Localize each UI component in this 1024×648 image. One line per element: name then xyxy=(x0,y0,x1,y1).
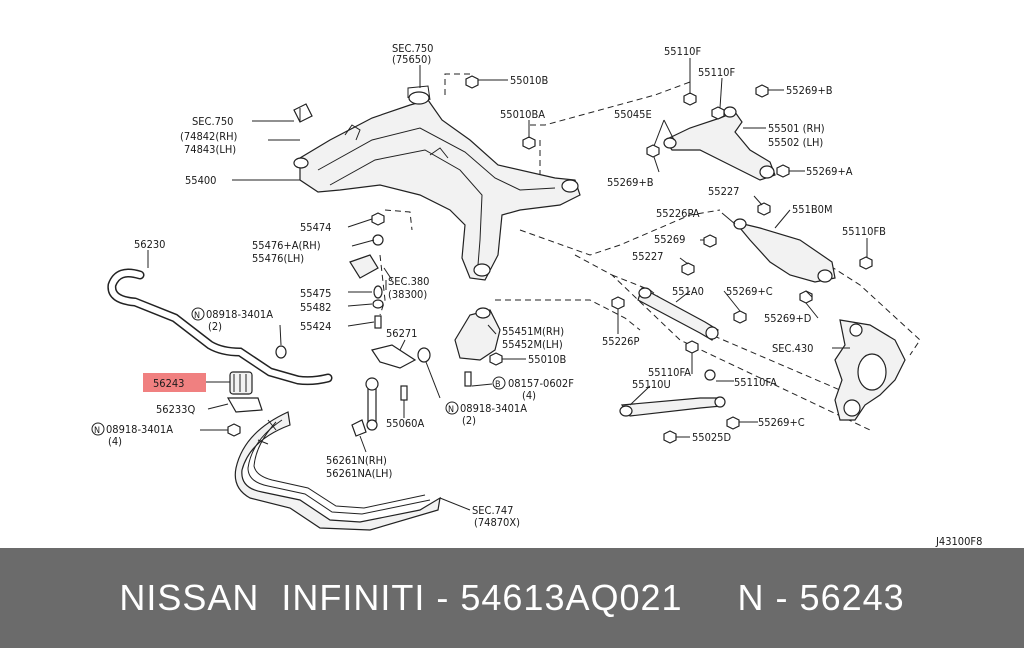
connecting-rod xyxy=(365,344,417,431)
suspension-member xyxy=(293,85,581,281)
lower-link xyxy=(733,218,836,283)
label-56230[interactable]: 56230 xyxy=(134,238,165,251)
bushing-clamp xyxy=(226,371,263,413)
label-55474[interactable]: 55474 xyxy=(300,221,331,234)
label-55269b-b[interactable]: 55269+B xyxy=(607,176,654,189)
label-08918-a-group[interactable]: N 08918-3401A (2) xyxy=(191,307,273,333)
label-55451m[interactable]: 55451M(RH) xyxy=(502,325,564,338)
label-55110fb[interactable]: 55110FB xyxy=(842,225,886,238)
n-symbol-icon: N xyxy=(94,426,100,436)
label-551a0[interactable]: 551A0 xyxy=(672,285,704,298)
label-08157[interactable]: 08157-0602F xyxy=(508,377,574,390)
label-55502[interactable]: 55502 (LH) xyxy=(768,136,823,149)
label-sec747-sub: (74870X) xyxy=(474,516,520,529)
label-55226p[interactable]: 55226P xyxy=(602,335,639,348)
label-56233q[interactable]: 56233Q xyxy=(156,403,195,416)
label-55010ba[interactable]: 55010BA xyxy=(500,108,545,121)
label-56271[interactable]: 56271 xyxy=(386,327,417,340)
label-sec430[interactable]: SEC.430 xyxy=(772,342,813,355)
label-sec747[interactable]: SEC.747 xyxy=(472,504,513,517)
lateral-link xyxy=(637,287,719,341)
highlighted-part-56243[interactable]: 56243 xyxy=(143,373,206,392)
label-08918-c[interactable]: 08918-3401A xyxy=(106,423,173,436)
label-55400[interactable]: 55400 xyxy=(185,174,216,187)
label-sec750-left[interactable]: SEC.750 xyxy=(192,115,233,128)
label-55269b-a[interactable]: 55269+B xyxy=(786,84,833,97)
label-08157-qty: (4) xyxy=(522,389,536,402)
label-55424[interactable]: 55424 xyxy=(300,320,331,333)
label-sec750-top-sub: (75650) xyxy=(392,53,431,66)
n-symbols: N N xyxy=(91,401,459,436)
label-08918-b[interactable]: 08918-3401A xyxy=(460,402,527,415)
hardware xyxy=(227,75,873,444)
label-55269c-a[interactable]: 55269+C xyxy=(726,285,773,298)
label-55025d[interactable]: 55025D xyxy=(692,431,731,444)
label-55110fa-a[interactable]: 55110FA xyxy=(648,366,691,379)
label-08918-a-qty: (2) xyxy=(208,320,222,333)
n-symbol-icon: N xyxy=(194,311,200,321)
label-55110fa-b[interactable]: 55110FA xyxy=(734,376,777,389)
label-sec380[interactable]: SEC.380 xyxy=(388,275,429,288)
parts-diagram: SEC.750 (75650) 55010B SEC.750 (74842(RH… xyxy=(91,42,982,548)
label-sec380-sub: (38300) xyxy=(388,288,427,301)
label-55476a[interactable]: 55476+A(RH) xyxy=(252,239,321,252)
stabilizer-bar xyxy=(107,268,333,386)
label-55110f-b[interactable]: 55110F xyxy=(698,66,735,79)
label-55476[interactable]: 55476(LH) xyxy=(252,252,304,265)
leader-lines xyxy=(147,58,868,511)
lower-rod xyxy=(619,396,726,417)
label-sec750-top[interactable]: SEC.750 xyxy=(392,42,433,55)
label-55045e[interactable]: 55045E xyxy=(614,108,652,121)
label-08918-b-qty: (2) xyxy=(462,414,476,427)
label-55110f-a[interactable]: 55110F xyxy=(664,45,701,58)
label-74843[interactable]: 74843(LH) xyxy=(184,143,236,156)
label-55226pa[interactable]: 55226PA xyxy=(656,207,700,220)
label-56261n[interactable]: 56261N(RH) xyxy=(326,454,387,467)
label-08918-a[interactable]: 08918-3401A xyxy=(206,308,273,321)
part-number-caption: NISSAN INFINITI - 54613AQ021 N - 56243 xyxy=(119,577,905,618)
highlight-box xyxy=(143,373,206,392)
label-55269c-b[interactable]: 55269+C xyxy=(758,416,805,429)
label-56243[interactable]: 56243 xyxy=(153,377,184,390)
label-55010b-mid[interactable]: 55010B xyxy=(528,353,566,366)
label-56261na[interactable]: 56261NA(LH) xyxy=(326,467,392,480)
label-08918-c-qty: (4) xyxy=(108,435,122,448)
b-symbol: B xyxy=(492,376,506,390)
bracket xyxy=(454,307,501,361)
label-55227-a[interactable]: 55227 xyxy=(708,185,739,198)
label-55482[interactable]: 55482 xyxy=(300,301,331,314)
label-55501[interactable]: 55501 (RH) xyxy=(768,122,825,135)
label-55475[interactable]: 55475 xyxy=(300,287,331,300)
footer-bar: NISSAN INFINITI - 54613AQ021 N - 56243 xyxy=(0,548,1024,648)
label-55110u[interactable]: 55110U xyxy=(632,378,671,391)
label-55269a[interactable]: 55269+A xyxy=(806,165,853,178)
callout-labels: SEC.750 (75650) 55010B SEC.750 (74842(RH… xyxy=(106,42,982,548)
label-55010b-top[interactable]: 55010B xyxy=(510,74,548,87)
label-55227-b[interactable]: 55227 xyxy=(632,250,663,263)
axle-housing xyxy=(834,319,906,421)
b-symbol-icon: B xyxy=(495,380,501,390)
n-symbol-icon: N xyxy=(448,405,454,415)
label-551b0m[interactable]: 551B0M xyxy=(792,203,833,216)
label-55269d[interactable]: 55269+D xyxy=(764,312,812,325)
diagram-code: J43100F8 xyxy=(935,535,982,548)
label-55452m[interactable]: 55452M(LH) xyxy=(502,338,563,351)
label-74842[interactable]: (74842(RH) xyxy=(180,130,238,143)
heat-insulator xyxy=(234,411,441,531)
label-55269[interactable]: 55269 xyxy=(654,233,685,246)
label-55060a[interactable]: 55060A xyxy=(386,417,424,430)
